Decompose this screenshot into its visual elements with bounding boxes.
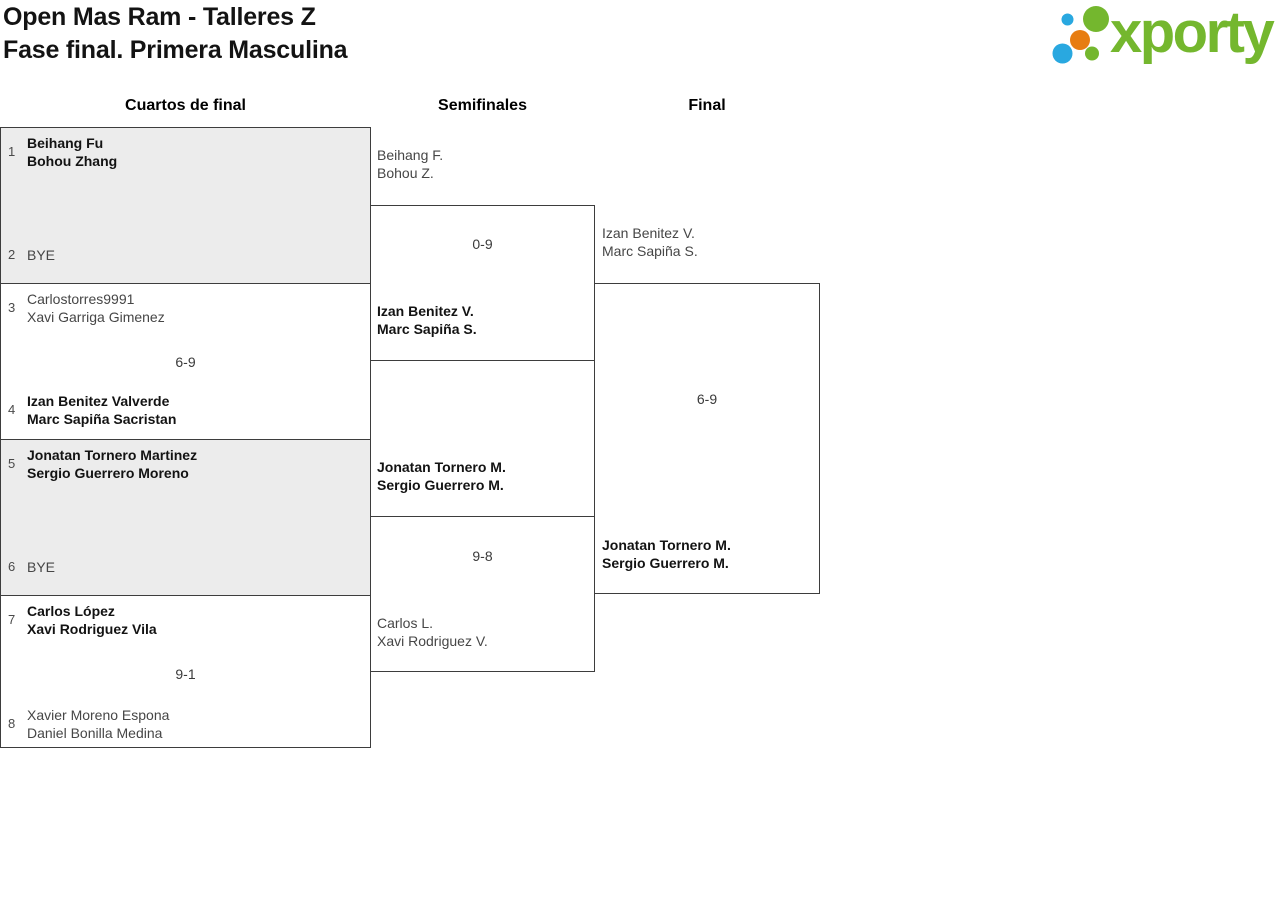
match-box-qf3 — [0, 439, 371, 596]
team-entry: 7 Carlos López Xavi Rodriguez Vila — [0, 602, 157, 638]
team-names: BYE — [27, 559, 56, 575]
seed-number: 8 — [8, 716, 16, 731]
column-header-quarterfinals: Cuartos de final — [125, 97, 246, 114]
match-score: 6-9 — [175, 354, 196, 370]
seed-number: 4 — [8, 402, 16, 417]
team-names: BYE — [27, 247, 56, 263]
xporty-logo[interactable]: xporty — [1048, 0, 1278, 72]
xporty-wordmark: xporty — [1110, 0, 1275, 65]
team-names: Xavier Moreno Espona Daniel Bonilla Medi… — [27, 707, 170, 741]
match-box-sf2 — [370, 516, 595, 672]
seed-number: 2 — [8, 247, 16, 262]
tournament-name: Open Mas Ram - Talleres Z — [3, 3, 316, 31]
team-entry: Jonatan Tornero M. Sergio Guerrero M. — [377, 459, 506, 493]
tournament-title: Open Mas Ram - Talleres Z Fase final. Pr… — [3, 1, 348, 67]
team-entry: 6 BYE — [0, 558, 55, 576]
logo-dot-green-small — [1085, 46, 1099, 61]
team-entry: 3 Carlostorres9991 Xavi Garriga Gimenez — [0, 290, 165, 326]
xporty-logo-dots-icon — [1052, 6, 1109, 64]
team-entry: 2 BYE — [0, 246, 55, 264]
team-entry: Izan Benitez V. Marc Sapiña S. — [602, 225, 698, 259]
logo-dot-blue-small — [1061, 13, 1074, 26]
team-names: Jonatan Tornero Martinez Sergio Guerrero… — [27, 447, 198, 481]
team-entry: 5 Jonatan Tornero Martinez Sergio Guerre… — [0, 446, 197, 482]
match-score: 0-9 — [472, 236, 493, 252]
match-score: 9-1 — [175, 666, 196, 682]
team-entry: Izan Benitez V. Marc Sapiña S. — [377, 303, 477, 337]
seed-number: 1 — [8, 144, 16, 159]
column-header-semifinals: Semifinales — [438, 97, 527, 114]
seed-number: 3 — [8, 300, 16, 315]
team-entry: 8 Xavier Moreno Espona Daniel Bonilla Me… — [0, 706, 169, 742]
team-entry: Carlos L. Xavi Rodriguez V. — [377, 615, 488, 649]
team-names: Carlos López Xavi Rodriguez Vila — [27, 603, 157, 637]
logo-dot-blue-large — [1052, 43, 1073, 64]
column-header-final: Final — [688, 97, 726, 114]
team-names: Beihang Fu Bohou Zhang — [27, 135, 118, 169]
match-box-final — [594, 283, 820, 594]
seed-number: 6 — [8, 559, 16, 574]
seed-number: 7 — [8, 612, 16, 627]
logo-dot-orange — [1070, 30, 1090, 50]
match-score: 6-9 — [696, 391, 718, 407]
match-score: 9-8 — [472, 548, 493, 564]
logo-dot-green-large — [1083, 6, 1109, 32]
team-entry: Jonatan Tornero M. Sergio Guerrero M. — [602, 537, 731, 571]
team-entry: Beihang F. Bohou Z. — [377, 147, 444, 181]
seed-number: 5 — [8, 456, 16, 471]
team-names: Carlostorres9991 Xavi Garriga Gimenez — [27, 291, 165, 325]
team-entry: 4 Izan Benitez Valverde Marc Sapiña Sacr… — [0, 392, 176, 428]
match-box-qf1 — [0, 127, 371, 284]
team-entry: 1 Beihang Fu Bohou Zhang — [0, 134, 117, 170]
phase-category: Fase final. Primera Masculina — [3, 36, 348, 64]
team-names: Izan Benitez Valverde Marc Sapiña Sacris… — [27, 393, 177, 427]
